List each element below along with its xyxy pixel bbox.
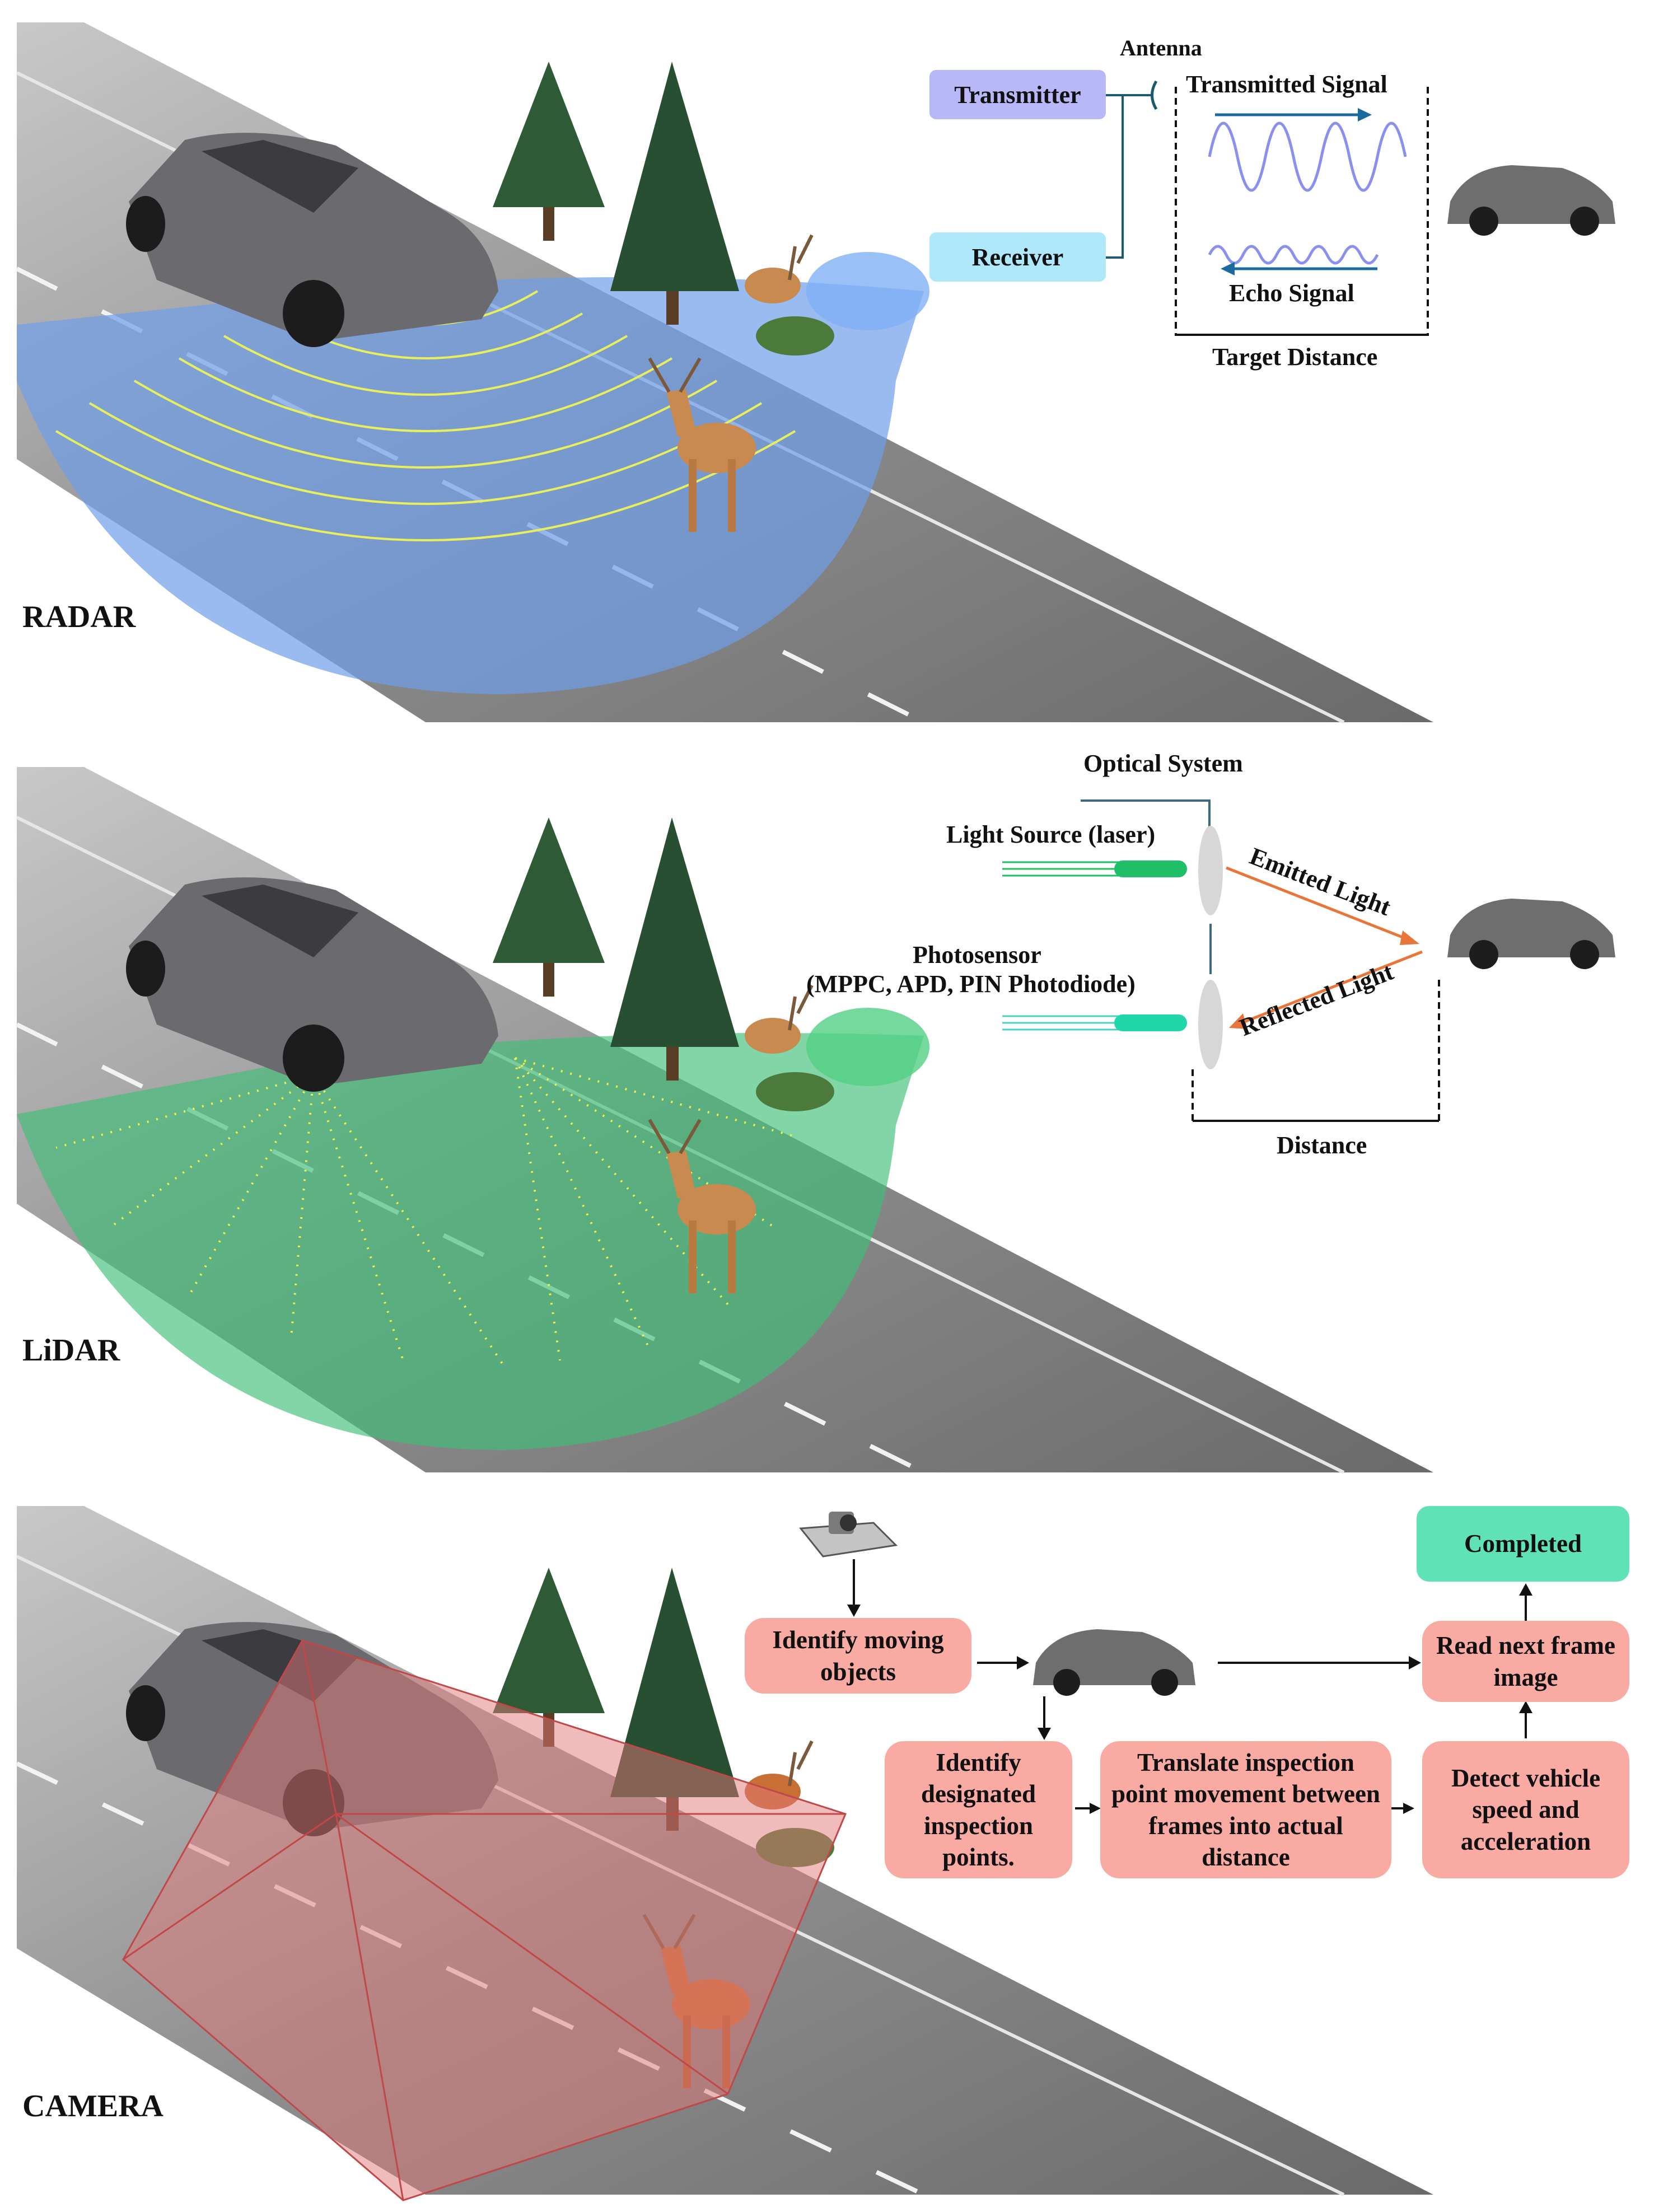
lidar-panel: Optical System Light Source (laser) Phot… [0, 745, 1654, 1484]
optical-system-bracket [1081, 799, 1211, 829]
flow-arrowhead [1403, 1803, 1414, 1814]
step-completed: Completed [1417, 1506, 1629, 1582]
receiver-line [1106, 95, 1124, 259]
emitted-light-arrowhead [1400, 930, 1419, 945]
lidar-section-label: LiDAR [22, 1333, 120, 1368]
target-distance-label: Target Distance [1212, 343, 1378, 371]
tree [610, 817, 739, 1081]
tree [493, 62, 605, 241]
transmitted-wave [1208, 121, 1407, 192]
emitter-lens-icon [1198, 826, 1223, 915]
echo-arrowhead [1221, 262, 1235, 275]
radar-panel: Antenna Transmitter Receiver Transmitted… [0, 0, 1654, 733]
step-identify-moving-objects: Identify moving objects [745, 1618, 971, 1694]
camera-view-rays [123, 1640, 845, 2201]
echo-signal-label: Echo Signal [1229, 279, 1354, 307]
lidar-point-rays [55, 1057, 796, 1367]
deer-illustration [745, 234, 834, 356]
flow-arrowhead [1409, 1656, 1421, 1669]
echo-wave [1208, 245, 1379, 265]
tree [610, 62, 739, 325]
laser-source-icon [1002, 861, 1187, 877]
camera-panel: Identify moving objects Identify designa… [0, 1500, 1654, 2212]
transmitted-arrowhead [1358, 108, 1372, 121]
camera-scene [16, 1506, 1532, 2201]
deer-illustration [648, 1119, 756, 1293]
photosensor-label: Photosensor [913, 941, 1041, 969]
transmitted-signal-label: Transmitted Signal [1186, 71, 1387, 98]
car-illustration [126, 133, 498, 347]
flow-arrowhead [1017, 1656, 1029, 1669]
lidar-field-cap [806, 1008, 929, 1086]
step-read-next-frame: Read next frame image [1422, 1621, 1629, 1702]
step-identify-inspection-points: Identify designated inspection points. [885, 1741, 1072, 1878]
deer-illustration [745, 984, 834, 1111]
step-detect-speed: Detect vehicle speed and acceleration [1422, 1741, 1629, 1878]
reflected-light-beam [1237, 950, 1423, 1026]
flow-arrowhead [1519, 1701, 1532, 1713]
reflected-light-arrowhead [1229, 1013, 1247, 1029]
optical-system-label: Optical System [1083, 750, 1243, 777]
photosensor-types-label: (MPPC, APD, PIN Photodiode) [806, 970, 1136, 998]
radar-field [17, 277, 924, 694]
antenna-label: Antenna [1120, 35, 1202, 60]
lidar-scene [16, 767, 1615, 1475]
flow-arrowhead [1519, 1583, 1532, 1596]
radar-scene [16, 22, 1615, 724]
camera-section-label: CAMERA [22, 2089, 163, 2124]
light-source-label: Light Source (laser) [946, 821, 1156, 848]
receiver-box: Receiver [929, 232, 1106, 282]
flow-arrowhead [1090, 1803, 1101, 1814]
target-car-icon [1447, 899, 1615, 969]
deer-illustration [648, 357, 756, 532]
camera-device-icon [799, 1512, 898, 1558]
step-translate-movement: Translate inspection point movement betw… [1100, 1741, 1391, 1878]
target-car-icon [1447, 165, 1615, 236]
car-illustration [126, 877, 498, 1092]
photosensor-icon [1002, 1014, 1187, 1031]
radar-field-cap [806, 252, 929, 330]
detected-car-icon [1033, 1629, 1195, 1696]
distance-label: Distance [1277, 1131, 1367, 1159]
lidar-field [17, 1033, 924, 1450]
receiver-lens-icon [1198, 980, 1223, 1069]
tree [493, 817, 605, 997]
radar-section-label: RADAR [22, 600, 136, 634]
flow-arrowhead [1038, 1728, 1051, 1740]
emitted-light-beam [1226, 866, 1412, 942]
transmitter-box: Transmitter [929, 70, 1106, 119]
flow-arrowhead [847, 1605, 861, 1617]
